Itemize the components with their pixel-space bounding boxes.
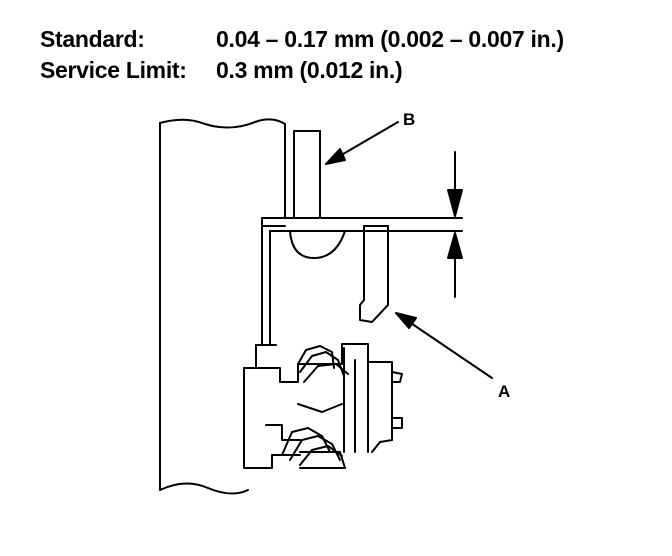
part-b-stem: [293, 130, 321, 219]
part-a-collar: [255, 225, 463, 369]
thrust-surface: [261, 217, 463, 346]
service-limit-label: Service Limit:: [40, 57, 187, 83]
standard-label: Standard:: [40, 26, 145, 52]
standard-value: 0.04 – 0.17 mm (0.002 – 0.007 in.): [216, 26, 564, 52]
specification-block: Standard: 0.04 – 0.17 mm (0.002 – 0.007 …: [40, 24, 564, 86]
service-limit-row: Service Limit: 0.3 mm (0.012 in.): [40, 55, 564, 86]
standard-row: Standard: 0.04 – 0.17 mm (0.002 – 0.007 …: [40, 24, 564, 55]
leader-lines: [325, 121, 493, 379]
callout-b: B: [403, 110, 416, 129]
housing-section: [159, 118, 286, 495]
callout-a: A: [498, 382, 511, 401]
service-limit-value: 0.3 mm (0.012 in.): [216, 57, 403, 83]
clearance-dimension-arrows: [447, 151, 463, 298]
gear-cluster: [243, 343, 403, 469]
